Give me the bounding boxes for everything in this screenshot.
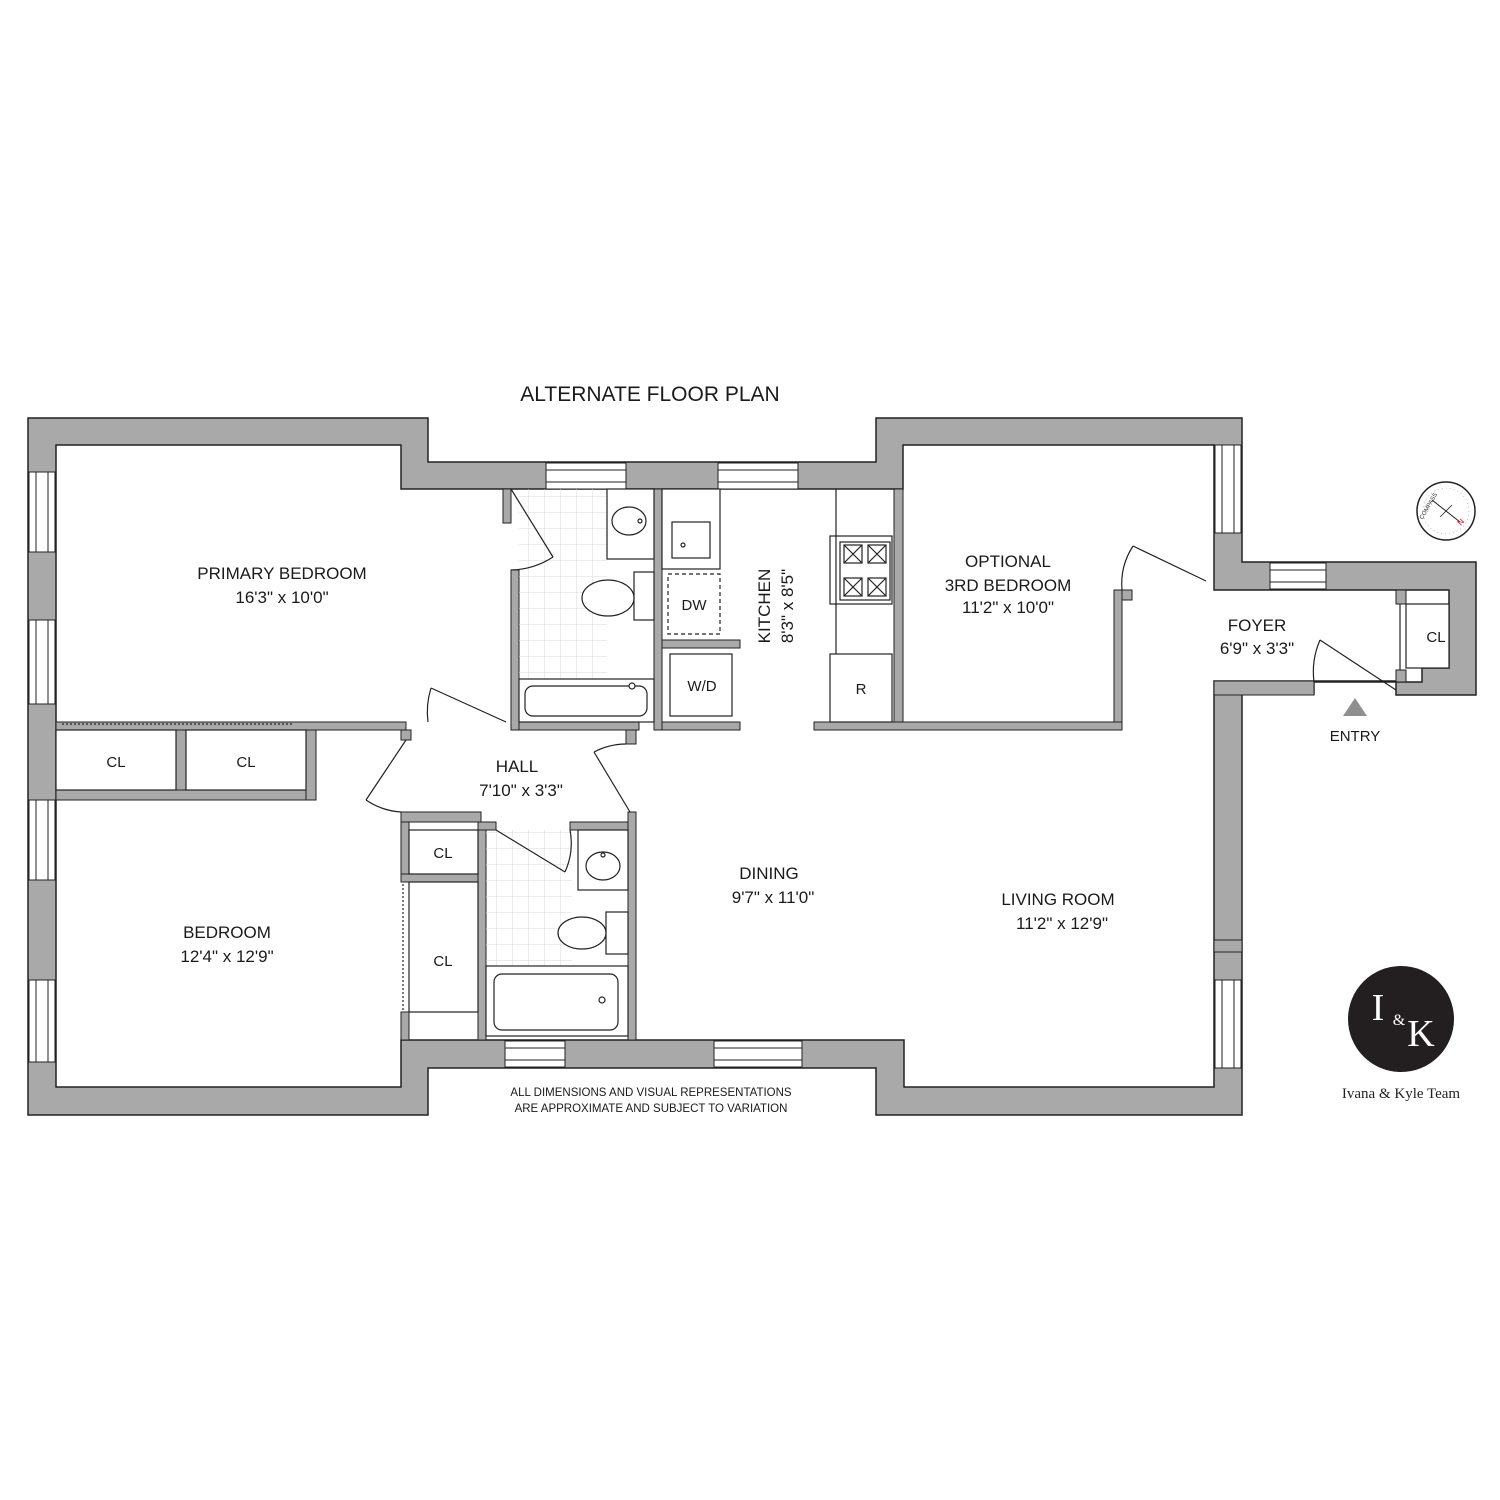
entry-label: ENTRY: [1330, 728, 1381, 745]
dishwasher-icon: [667, 573, 721, 635]
kitchen-name: KITCHEN: [755, 569, 774, 644]
entry-marker: ENTRY: [1330, 698, 1381, 745]
optional-bedroom-name-line2: 3RD BEDROOM: [945, 576, 1072, 595]
closets: [55, 603, 1450, 1013]
compass-icon: COMPASS N: [1416, 481, 1476, 541]
closet-label-hall-large: CL: [433, 953, 452, 970]
closet-label-foyer: CL: [1426, 629, 1445, 646]
doors: [62, 488, 1401, 1010]
toilet-icon: [633, 571, 655, 621]
disclaimer-line-1: ALL DIMENSIONS AND VISUAL REPRESENTATION…: [510, 1087, 792, 1099]
dishwasher-label: DW: [682, 597, 708, 614]
plan-title: ALTERNATE FLOOR PLAN: [520, 383, 779, 406]
disclaimer-line-2: ARE APPROXIMATE AND SUBJECT TO VARIATION: [515, 1103, 788, 1115]
primary-bedroom-name: PRIMARY BEDROOM: [197, 564, 366, 583]
entry-arrow-icon: [1343, 698, 1367, 716]
windows: [28, 444, 1327, 1069]
logo-letter-k: K: [1407, 1013, 1435, 1055]
washer-dryer-icon: [669, 653, 733, 717]
compass-north: N: [1456, 517, 1467, 527]
room-labels: PRIMARY BEDROOM 16'3" x 10'0" BEDROOM 12…: [180, 552, 1294, 966]
toilet-icon: [605, 911, 629, 955]
washer-dryer-label: W/D: [687, 678, 716, 695]
foyer-name: FOYER: [1228, 616, 1287, 635]
brand-logo: I & K Ivana & Kyle Team: [1342, 966, 1461, 1102]
bedroom-name: BEDROOM: [183, 923, 271, 942]
team-name: Ivana & Kyle Team: [1342, 1086, 1461, 1102]
hall-dims: 7'10" x 3'3": [479, 781, 563, 800]
optional-bedroom-dims: 11'2" x 10'0": [962, 598, 1054, 617]
hall-name: HALL: [496, 757, 539, 776]
living-room-name: LIVING ROOM: [1001, 890, 1114, 909]
closet-label-primary-1: CL: [106, 754, 125, 771]
primary-bedroom-dims: 16'3" x 10'0": [235, 588, 328, 607]
kitchen-dims: 8'3" x 8'5": [778, 569, 797, 643]
bath-2-tile-floor: [486, 830, 572, 970]
refrigerator-label: R: [856, 681, 867, 698]
closet-label-primary-2: CL: [236, 754, 255, 771]
living-room-dims: 11'2" x 12'9": [1016, 914, 1108, 933]
fixture-labels: CL CL CL CL CL DW W/D R: [106, 597, 1445, 970]
logo-ampersand: &: [1393, 1012, 1406, 1029]
refrigerator-icon: [829, 653, 893, 723]
bedroom-dims: 12'4" x 12'9": [180, 947, 273, 966]
dining-name: DINING: [739, 864, 799, 883]
kitchen-fixtures: [661, 488, 893, 723]
dining-dims: 9'7" x 11'0": [732, 888, 815, 907]
foyer-dims: 6'9" x 3'3": [1220, 639, 1294, 658]
logo-letter-i: I: [1372, 987, 1385, 1029]
closet-label-hall-small: CL: [433, 845, 452, 862]
bath-2-fixtures: [485, 829, 629, 1037]
kitchen-sink-icon: [671, 521, 711, 559]
optional-bedroom-name-line1: OPTIONAL: [965, 552, 1051, 571]
bath-1-fixtures: [518, 488, 655, 723]
